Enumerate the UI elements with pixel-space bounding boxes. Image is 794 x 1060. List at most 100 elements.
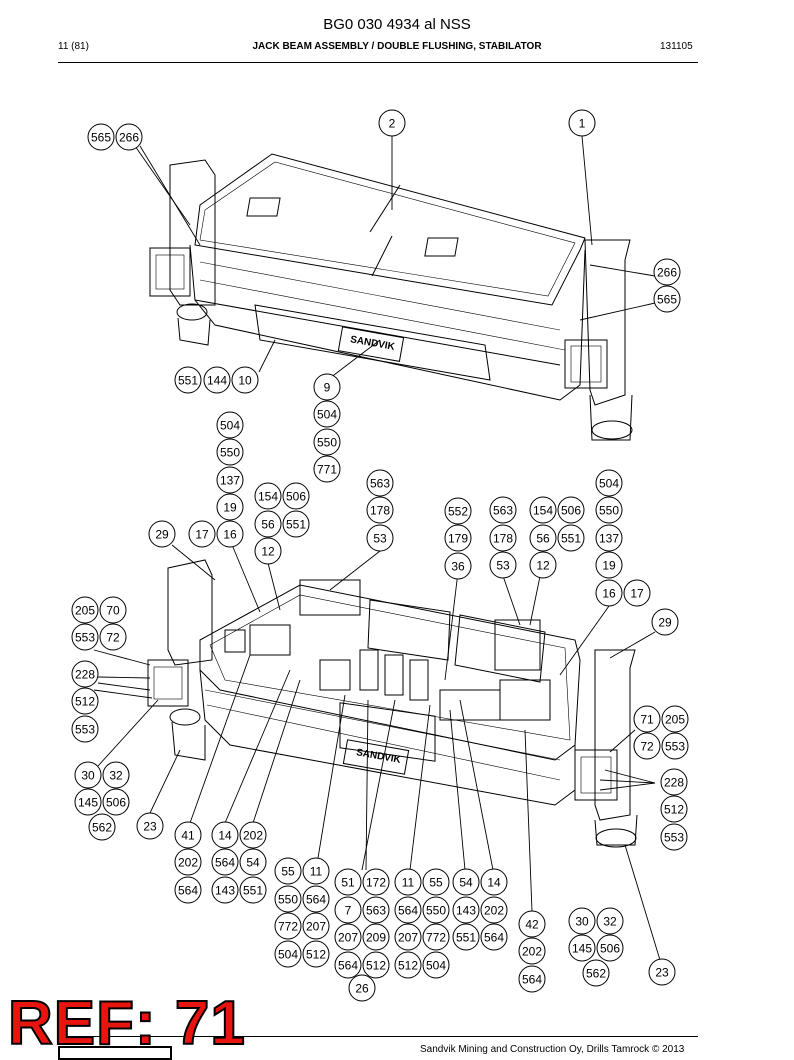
callout-circle: [366, 469, 394, 497]
callout-label: 551: [178, 374, 198, 388]
callout-circle: [568, 907, 596, 935]
callout-771: 771: [313, 455, 341, 483]
callout-circle: [231, 366, 259, 394]
callout-137: 137: [595, 524, 623, 552]
callout-circle: [394, 951, 422, 979]
callout-506: 506: [557, 496, 585, 524]
callout-label: 145: [572, 942, 592, 956]
callout-circle: [480, 896, 508, 924]
callout-772: 772: [422, 923, 450, 951]
callout-circle: [74, 761, 102, 789]
callout-label: 564: [398, 904, 418, 918]
callout-circle: [557, 524, 585, 552]
callout-circle: [71, 715, 99, 743]
callout-202: 202: [518, 937, 546, 965]
callout-label: 23: [655, 966, 669, 980]
callout-512: 512: [362, 951, 390, 979]
callout-564: 564: [334, 951, 362, 979]
callout-label: 564: [215, 856, 235, 870]
callout-label: 172: [366, 876, 386, 890]
callout-label: 202: [178, 856, 198, 870]
callout-30: 30: [74, 761, 102, 789]
callout-label: 551: [286, 518, 306, 532]
callout-label: 506: [561, 504, 581, 518]
callout-504: 504: [313, 400, 341, 428]
callout-19: 19: [595, 551, 623, 579]
callout-54: 54: [452, 868, 480, 896]
callout-551: 551: [557, 524, 585, 552]
callout-32: 32: [102, 761, 130, 789]
callout-9: 9: [313, 373, 341, 401]
callout-circle: [216, 438, 244, 466]
callout-circle: [651, 608, 679, 636]
callout-circle: [362, 923, 390, 951]
callout-circle: [216, 493, 244, 521]
callout-179: 179: [444, 524, 472, 552]
callout-label: 11: [402, 876, 415, 890]
callout-145: 145: [568, 934, 596, 962]
callout-label: 202: [522, 945, 542, 959]
callout-label: 12: [536, 559, 550, 573]
callout-circle: [136, 812, 164, 840]
callout-16: 16: [595, 579, 623, 607]
callout-266: 266: [653, 258, 681, 286]
callout-551: 551: [452, 923, 480, 951]
callout-label: 72: [106, 631, 120, 645]
callout-circle: [596, 934, 624, 962]
callout-label: 10: [238, 374, 252, 388]
callout-circle: [239, 821, 267, 849]
callout-circle: [595, 579, 623, 607]
callout-564: 564: [211, 848, 239, 876]
callout-16: 16: [216, 520, 244, 548]
callout-54: 54: [239, 848, 267, 876]
callout-7: 7: [334, 896, 362, 924]
callout-label: 551: [243, 884, 263, 898]
callout-circle: [282, 482, 310, 510]
callout-550: 550: [422, 896, 450, 924]
jack-beam-lower-drawing: SANDVIK: [147, 559, 638, 848]
callout-label: 7: [345, 904, 352, 918]
callout-circle: [174, 848, 202, 876]
callout-circle: [239, 848, 267, 876]
callout-label: 17: [195, 528, 209, 542]
callout-label: 56: [536, 532, 550, 546]
callout-circle: [595, 496, 623, 524]
callout-23: 23: [136, 812, 164, 840]
callout-circle: [362, 896, 390, 924]
callout-circle: [71, 687, 99, 715]
callout-circle: [444, 524, 472, 552]
callout-circle: [366, 496, 394, 524]
callout-label: 9: [324, 381, 331, 395]
callout-label: 42: [525, 918, 539, 932]
callout-circle: [394, 923, 422, 951]
callout-circle: [313, 428, 341, 456]
callout-label: 29: [658, 616, 672, 630]
callout-label: 202: [243, 829, 263, 843]
callout-29: 29: [651, 608, 679, 636]
callout-154: 154: [254, 482, 282, 510]
callout-143: 143: [452, 896, 480, 924]
callout-circle: [282, 510, 310, 538]
callout-circle: [422, 896, 450, 924]
callout-circle: [480, 923, 508, 951]
callout-label: 12: [261, 545, 275, 559]
callout-30: 30: [568, 907, 596, 935]
callout-circle: [648, 958, 676, 986]
callout-circle: [529, 496, 557, 524]
callout-56: 56: [254, 510, 282, 538]
callout-label: 553: [664, 831, 684, 845]
callout-circle: [87, 123, 115, 151]
callout-label: 550: [599, 504, 619, 518]
callout-circle: [302, 940, 330, 968]
callout-565: 565: [87, 123, 115, 151]
callout-label: 30: [575, 915, 589, 929]
callout-label: 72: [640, 740, 654, 754]
callout-504: 504: [216, 411, 244, 439]
callout-10: 10: [231, 366, 259, 394]
callout-563: 563: [362, 896, 390, 924]
callout-circle: [378, 109, 406, 137]
callout-label: 143: [456, 904, 476, 918]
callout-143: 143: [211, 876, 239, 904]
